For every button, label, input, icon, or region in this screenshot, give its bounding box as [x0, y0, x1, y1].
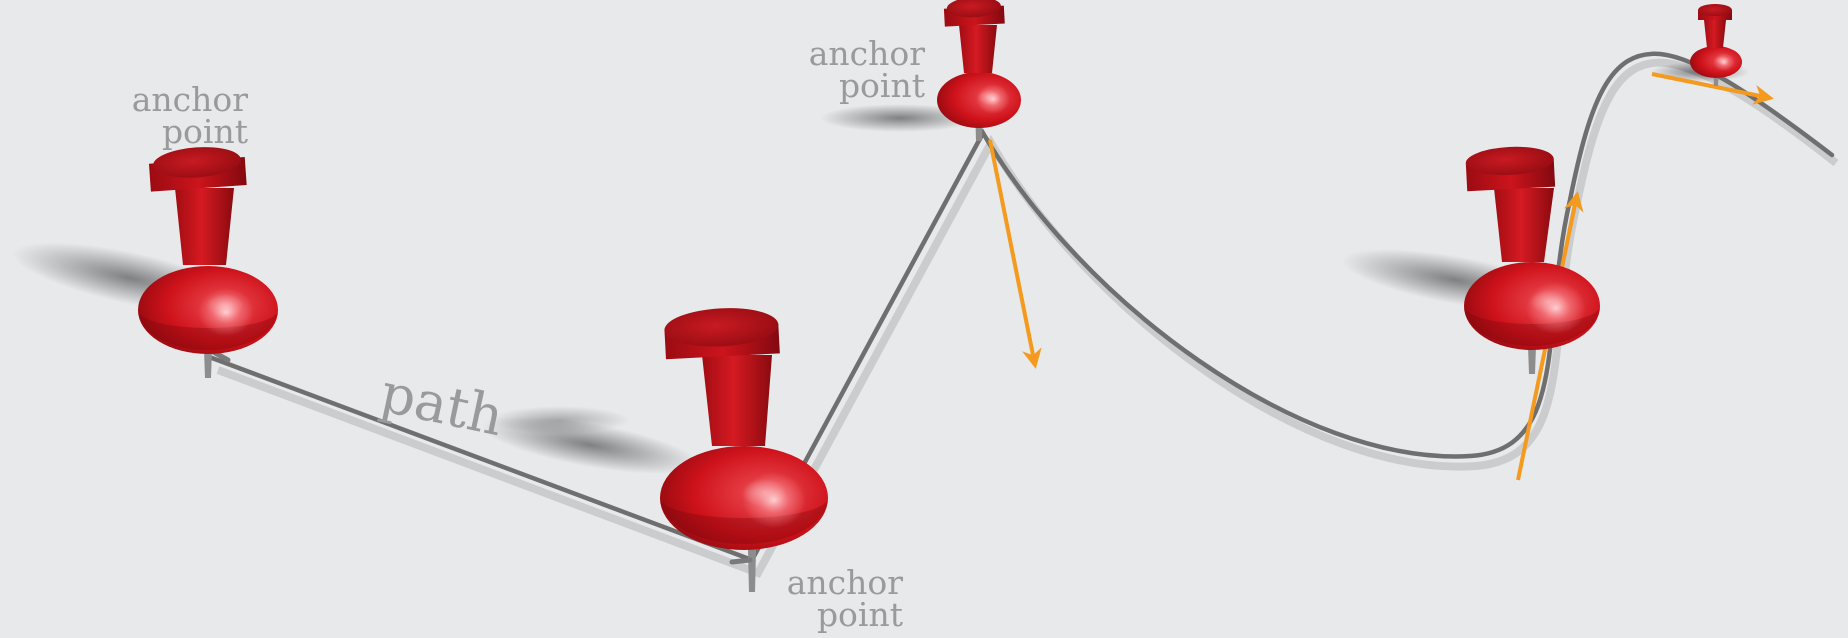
anchor-label-3-line2: point [817, 595, 903, 634]
anchor-label-3: anchor point [787, 563, 904, 634]
anchor-label-2: anchor point [809, 34, 926, 105]
anchor-label-1: anchor point [132, 80, 249, 151]
anchor-label-2-line2: point [839, 66, 925, 105]
anchor-label-1-line2: point [162, 112, 248, 151]
pushpin-3 [937, 0, 1021, 141]
